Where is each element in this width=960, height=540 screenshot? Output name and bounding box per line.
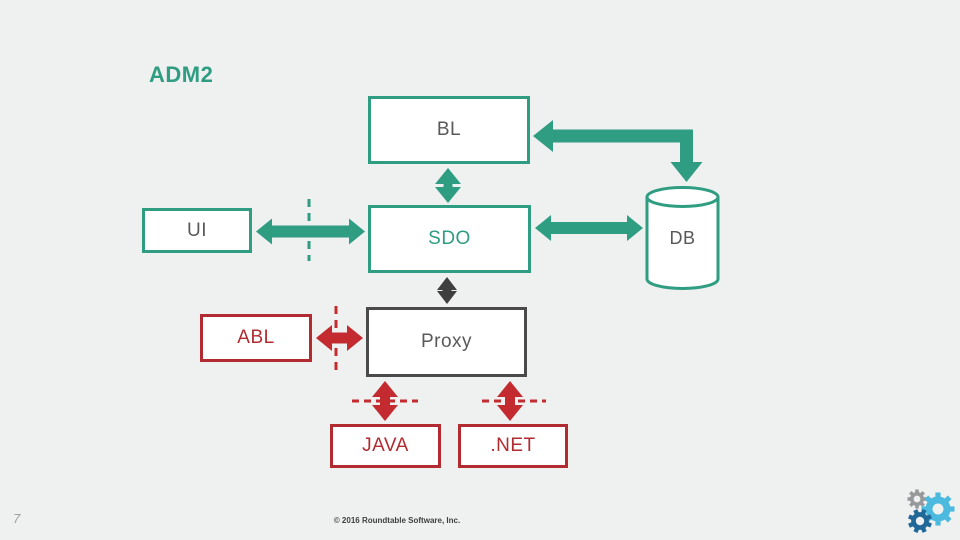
node-java-label: JAVA (362, 435, 409, 456)
arrow-db-to-bl (533, 120, 703, 182)
page-number: 7 (13, 511, 21, 526)
node-sdo-label: SDO (428, 228, 471, 249)
gear-medium-blue-icon (908, 509, 932, 533)
node-proxy-label: Proxy (420, 331, 473, 352)
node-java: JAVA (330, 424, 441, 468)
node-ui: UI (142, 208, 252, 253)
gear-large-cyan-icon (921, 492, 955, 526)
gears-logo-icon (907, 489, 955, 533)
gear-small-gray-icon (907, 489, 927, 509)
node-dotnet: .NET (458, 424, 568, 468)
node-bl-label: BL (436, 119, 462, 140)
node-bl: BL (368, 96, 530, 164)
node-dotnet-label: .NET (490, 435, 536, 456)
slide-title: ADM2 (149, 62, 214, 87)
node-db-label: DB (669, 228, 696, 248)
footer-copyright: © 2016 Roundtable Software, Inc. (333, 516, 461, 525)
node-sdo: SDO (368, 205, 531, 273)
node-abl: ABL (200, 314, 312, 362)
node-abl-label: ABL (237, 327, 275, 348)
node-proxy: Proxy (366, 307, 527, 377)
node-ui-label: UI (187, 219, 207, 241)
